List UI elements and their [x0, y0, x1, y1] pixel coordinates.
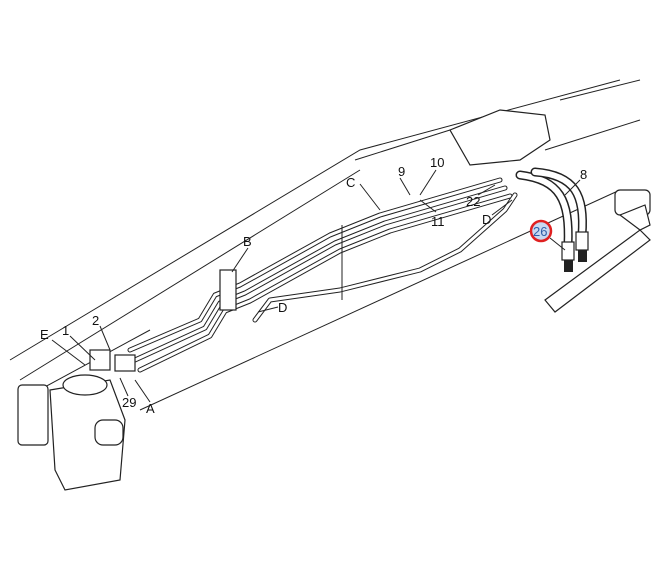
label-D[interactable]: D — [278, 300, 287, 315]
label-A[interactable]: A — [146, 401, 155, 416]
label-22[interactable]: 22 — [466, 194, 480, 209]
axle — [354, 79, 641, 166]
label-C[interactable]: C — [346, 175, 355, 190]
label-29[interactable]: 29 — [122, 395, 136, 410]
highlight-ring — [529, 219, 553, 243]
label-2[interactable]: 2 — [92, 313, 99, 328]
label-11[interactable]: 11 — [431, 214, 445, 229]
clamp — [219, 269, 237, 311]
flex-hoses — [515, 167, 587, 250]
steering-gear — [17, 349, 136, 491]
highlighted-part-marker[interactable]: 26 — [529, 219, 553, 243]
steel-lines — [127, 177, 518, 373]
label-26[interactable]: 26 — [533, 224, 547, 239]
label-1[interactable]: 1 — [62, 323, 69, 338]
label-8[interactable]: 8 — [580, 167, 587, 182]
label-D-2[interactable]: D — [482, 212, 491, 227]
steering-cylinder — [544, 189, 651, 313]
label-B[interactable]: B — [243, 234, 252, 249]
label-E[interactable]: E — [40, 327, 49, 342]
leader-lines — [51, 169, 581, 403]
fittings — [561, 231, 589, 272]
label-9[interactable]: 9 — [398, 164, 405, 179]
frame-rail — [9, 79, 621, 411]
label-10[interactable]: 10 — [430, 155, 444, 170]
